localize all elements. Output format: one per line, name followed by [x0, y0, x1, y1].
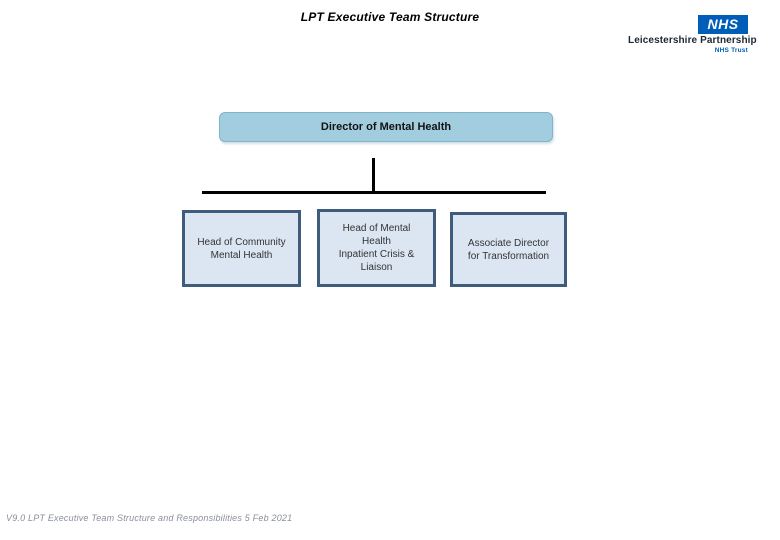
org-chart-box-community-mental-health: Head of Community Mental Health: [182, 210, 301, 287]
org-chart-box-inpatient-crisis-liaison: Head of Mental Health Inpatient Crisis &…: [317, 209, 436, 287]
page-title: LPT Executive Team Structure: [300, 10, 480, 24]
org-chart-root-box: Director of Mental Health: [219, 112, 553, 142]
version-footer: V9.0 LPT Executive Team Structure and Re…: [6, 513, 293, 523]
logo-organisation-name: Leicestershire Partnership: [628, 35, 757, 46]
nhs-logo-icon: NHS: [698, 15, 748, 34]
nhs-logo: NHS Leicestershire Partnership NHS Trust: [628, 15, 757, 54]
logo-trust-label: NHS Trust: [714, 47, 748, 54]
connector-horizontal-line: [202, 191, 546, 194]
org-chart-box-associate-director-transformation: Associate Director for Transformation: [450, 212, 567, 287]
connector-vertical-line: [372, 158, 375, 193]
